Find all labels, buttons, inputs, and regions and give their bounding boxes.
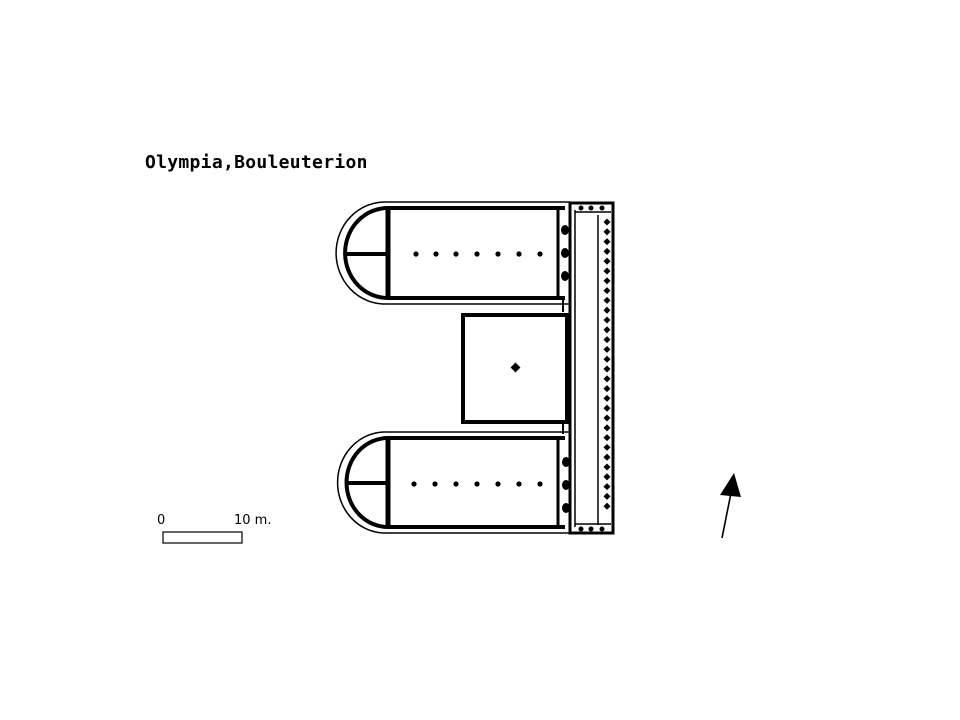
stoa-column <box>603 336 611 344</box>
stoa-column <box>603 355 611 363</box>
stoa-column <box>603 228 611 236</box>
south-hall-colonnade <box>411 481 543 487</box>
north-hall-colonnade <box>413 251 543 257</box>
page-title: Olympia,Bouleuterion <box>145 152 368 173</box>
south-hall-outer-wall <box>336 431 570 534</box>
stoa-columns-top <box>578 205 605 211</box>
stoa-columns-bottom <box>578 526 605 532</box>
stoa-column <box>603 326 611 334</box>
stoa-column <box>603 296 611 304</box>
stoa-column <box>603 257 611 265</box>
scale-bar-end-label: 10 m. <box>234 513 271 528</box>
stoa-column <box>603 345 611 353</box>
stoa-column <box>603 394 611 402</box>
stoa-column <box>603 404 611 412</box>
stoa-column <box>603 267 611 275</box>
east-stoa <box>562 201 615 535</box>
stoa-column <box>603 424 611 432</box>
south-hall-facade-columns <box>562 457 570 513</box>
north-hall-facade-columns <box>561 225 569 281</box>
north-arrow-icon <box>720 473 741 539</box>
north-hall-inner-wall <box>343 206 565 300</box>
stoa-columns-outer <box>603 218 611 510</box>
stoa-column <box>603 316 611 324</box>
stoa-column <box>603 375 611 383</box>
north-hall <box>335 201 570 305</box>
stoa-column <box>603 238 611 246</box>
scale-bar-start-label: 0 <box>157 513 165 528</box>
stoa-column <box>603 385 611 393</box>
south-hall <box>336 431 570 534</box>
stoa-column <box>603 365 611 373</box>
stoa-column <box>603 434 611 442</box>
stoa-column <box>603 463 611 471</box>
stoa-column <box>603 473 611 481</box>
stoa-column <box>603 414 611 422</box>
stoa-column <box>603 483 611 491</box>
stoa-column <box>603 502 611 510</box>
central-altar <box>510 362 521 373</box>
stoa-column <box>603 218 611 226</box>
north-hall-outer-wall <box>335 201 570 305</box>
stoa-column <box>603 306 611 314</box>
stoa-column <box>603 443 611 451</box>
south-hall-inner-wall <box>344 436 565 529</box>
scale-bar: 0 10 m. <box>157 513 271 544</box>
stoa-column <box>603 277 611 285</box>
central-square-building <box>461 313 569 424</box>
stoa-column <box>603 247 611 255</box>
stoa-column <box>603 453 611 461</box>
stoa-column <box>603 287 611 295</box>
stoa-column <box>603 492 611 500</box>
